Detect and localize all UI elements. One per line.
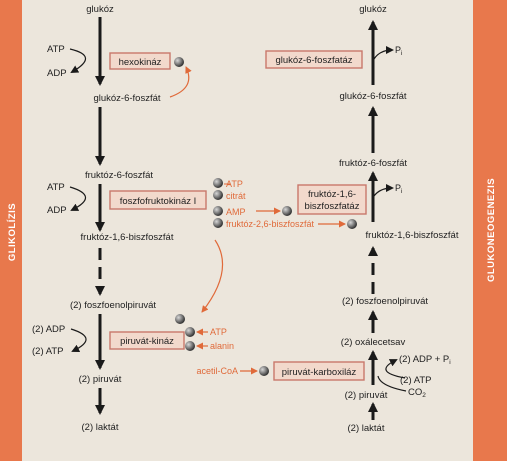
pyruvate-carboxylase-label: piruvát-karboxiláz xyxy=(282,367,357,378)
pyruvate-kinase-box xyxy=(109,331,185,350)
pc-adp-pi: (2) ADP + Pi xyxy=(399,354,451,366)
gng-pep: (2) foszfoenolpiruvát xyxy=(342,296,428,307)
gng-g6p: glukóz-6-foszfát xyxy=(339,91,406,102)
pfk-box xyxy=(109,190,207,210)
pc-adp-pi-subscript: i xyxy=(449,359,450,366)
fbpase-reg-dot-amp xyxy=(282,206,292,216)
glycolysis-f16bp: fruktóz-1,6-biszfoszfát xyxy=(81,232,174,243)
pyruvate-carboxylase-box xyxy=(273,361,365,381)
pc-reg-dot xyxy=(259,366,269,376)
pc-co2-subscript: 2 xyxy=(422,392,426,399)
gng-oxaloacetate: (2) oxálecetsav xyxy=(341,337,406,348)
fbpase-box xyxy=(297,184,367,215)
pfk-reg-amp: AMP xyxy=(226,207,246,217)
glycolysis-f6p: fruktóz-6-foszfát xyxy=(85,170,153,181)
reg-acetyl-coa: acetil-CoA xyxy=(196,366,238,376)
pfk-label: foszfofruktokináz I xyxy=(120,196,197,207)
pfk-atp-adp-arrow xyxy=(69,186,87,211)
g6pase-pi-subscript: i xyxy=(401,50,402,57)
fbpase-reg-dot-f26bp xyxy=(347,219,357,229)
fbpase-pi-symbol: P xyxy=(395,183,401,193)
pk-reg-dot-f16bp xyxy=(175,314,185,324)
hexokinase-adp: ADP xyxy=(47,68,67,79)
pk-atp: (2) ATP xyxy=(32,346,64,357)
gng-f16bp: fruktóz-1,6-biszfoszfát xyxy=(366,230,459,241)
g6p-feedback-arrow xyxy=(169,66,192,98)
pfk-reg-dot-2 xyxy=(213,190,223,200)
fbpase-pi-arrow xyxy=(373,184,394,197)
hexokinase-box xyxy=(109,52,171,70)
right-band xyxy=(473,0,507,461)
glycolysis-pep: (2) foszfoenolpiruvát xyxy=(70,300,156,311)
hexokinase-atp-adp-arrow xyxy=(69,48,87,73)
glycolysis-lactate: (2) laktát xyxy=(82,422,119,433)
pfk-reg-atp: ATP xyxy=(226,179,243,189)
pc-atp-adp-arrow xyxy=(385,359,406,379)
gng-glucose: glukóz xyxy=(359,4,387,15)
g6pase-label: glukóz-6-foszfatáz xyxy=(275,55,352,66)
gng-f6p: fruktóz-6-foszfát xyxy=(339,158,407,169)
hexokinase-atp: ATP xyxy=(47,44,65,55)
pk-reg-alanine: alanin xyxy=(210,341,234,351)
pc-adp-pi-text: (2) ADP + P xyxy=(399,354,449,365)
pfk-reg-dot-3 xyxy=(213,206,223,216)
pfk-reg-dot-1 xyxy=(213,178,223,188)
g6pase-pi: Pi xyxy=(395,45,402,57)
g6pase-box xyxy=(265,50,363,69)
left-band xyxy=(0,0,22,461)
hexokinase-regulation-dot xyxy=(174,57,184,67)
g6pase-pi-arrow xyxy=(373,46,394,60)
fbpase-pi: Pi xyxy=(395,183,402,195)
pk-reg-dot-1 xyxy=(185,327,195,337)
pc-co2-arrow xyxy=(377,375,407,392)
glycolysis-glucose: glukóz xyxy=(86,4,114,15)
fbpase-label-line2: biszfoszfatáz xyxy=(305,201,360,212)
g6pase-pi-symbol: P xyxy=(395,45,401,55)
pfk-reg-f26bp: fruktóz-2,6-biszfoszfát xyxy=(226,219,315,229)
pfk-reg-citrate: citrát xyxy=(226,191,246,201)
pc-co2-text: CO xyxy=(408,387,422,398)
fbpase-pi-subscript: i xyxy=(401,188,402,195)
pk-adp-atp-arrow xyxy=(70,328,87,352)
f16bp-feedforward-arrow xyxy=(201,239,224,313)
pc-co2: CO2 xyxy=(408,387,426,399)
fbpase-label-line1: fruktóz-1,6- xyxy=(308,189,356,200)
pk-reg-atp: ATP xyxy=(210,327,227,337)
gng-pyruvate: (2) piruvát xyxy=(345,390,388,401)
pfk-adp: ADP xyxy=(47,205,67,216)
pfk-reg-dot-4 xyxy=(213,218,223,228)
glycolysis-side-label: GLIKOLÍZIS xyxy=(7,203,18,261)
gluconeogenesis-side-label: GLUKONEOGENEZIS xyxy=(486,178,497,282)
pk-adp: (2) ADP xyxy=(32,324,65,335)
pk-reg-dot-2 xyxy=(185,341,195,351)
pyruvate-kinase-label: piruvát-kináz xyxy=(120,336,174,347)
pfk-atp: ATP xyxy=(47,182,65,193)
pc-atp: (2) ATP xyxy=(400,375,432,386)
glycolysis-pyruvate: (2) piruvát xyxy=(79,374,122,385)
hexokinase-label: hexokináz xyxy=(119,57,162,68)
gng-lactate: (2) laktát xyxy=(348,423,385,434)
glycolysis-g6p: glukóz-6-foszfát xyxy=(93,93,160,104)
